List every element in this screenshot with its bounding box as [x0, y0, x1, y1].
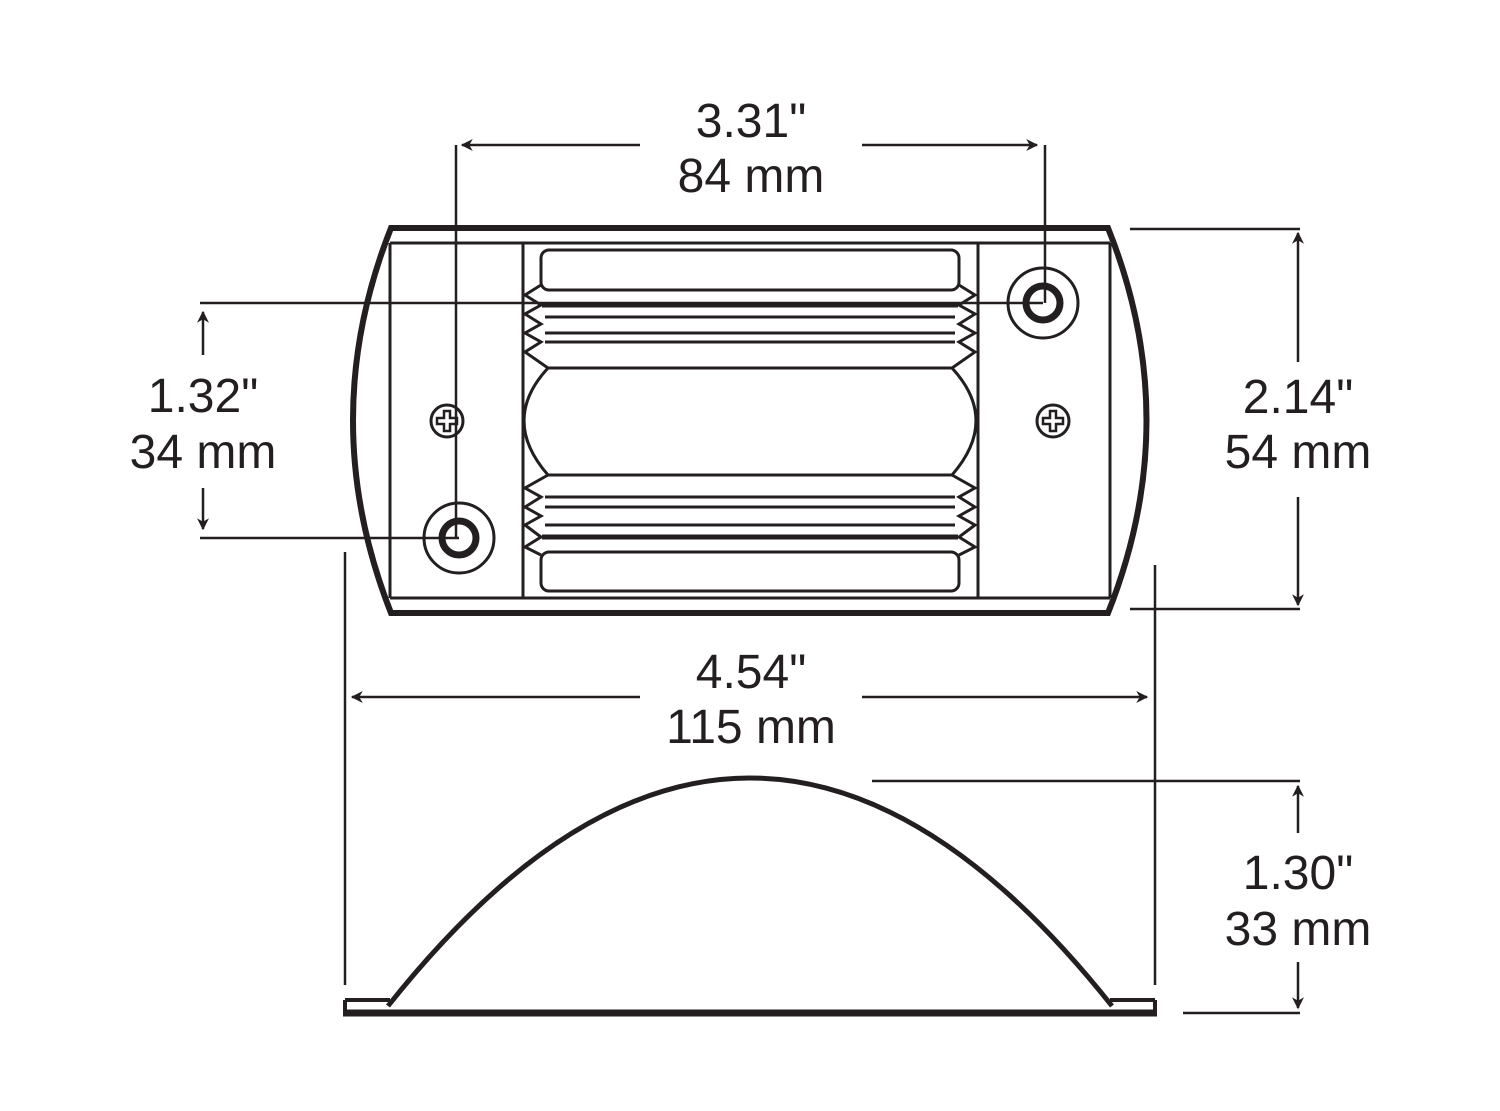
screw-icon-right [1035, 403, 1071, 439]
hole-offset-inches: 1.32" [148, 370, 258, 423]
dimension-lines [197, 139, 1304, 1015]
hole-offset-mm: 34 mm [130, 426, 277, 479]
lens-ribs [521, 248, 979, 593]
width-inches: 4.54" [696, 646, 806, 699]
height-mm: 54 mm [1225, 426, 1372, 479]
hole-spacing-mm: 84 mm [678, 150, 825, 203]
width-mm: 115 mm [666, 701, 836, 754]
height-inches: 2.14" [1243, 371, 1353, 424]
depth-inches: 1.30" [1243, 847, 1353, 900]
lamp-top-view [350, 225, 1150, 616]
hole-spacing-inches: 3.31" [696, 95, 806, 148]
screw-icon-left [429, 403, 465, 439]
lamp-side-view [343, 775, 1157, 1017]
depth-mm: 33 mm [1225, 903, 1372, 956]
